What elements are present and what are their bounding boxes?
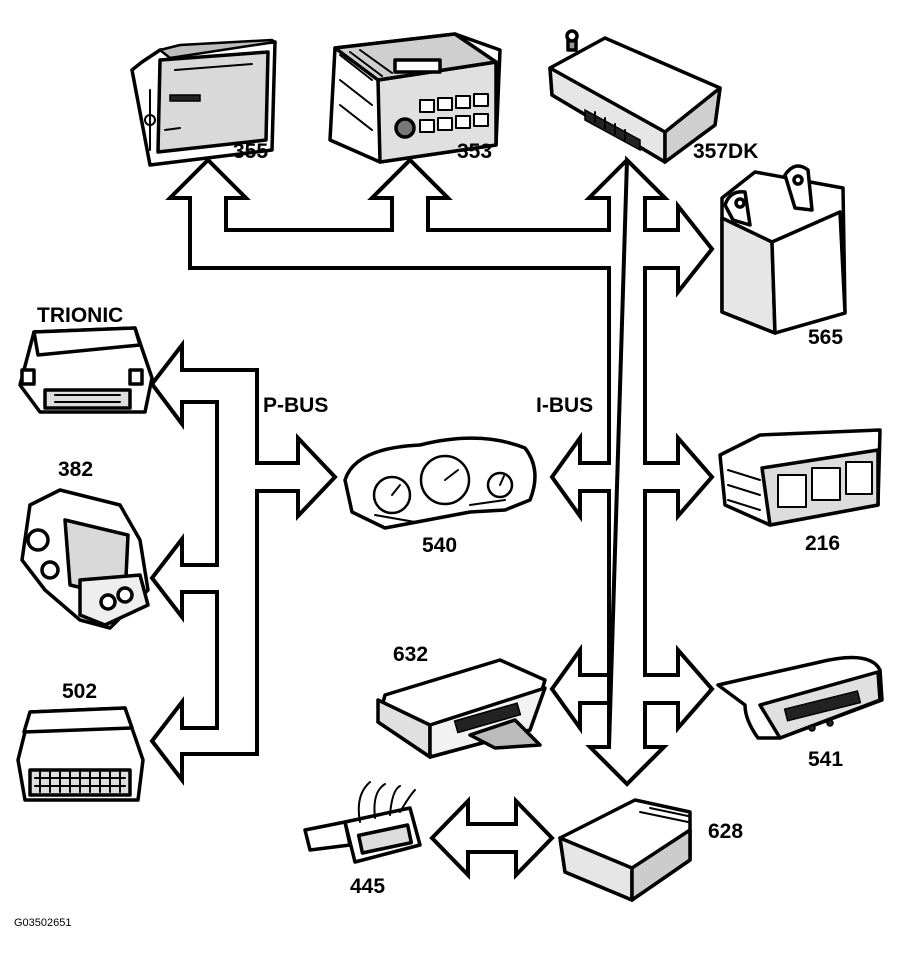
engine-control-module-trionic: [18, 326, 154, 414]
label-632: 632: [393, 643, 428, 666]
module-632: [376, 658, 547, 759]
label-565: 565: [808, 326, 843, 349]
abs-module-382: [20, 488, 150, 630]
label-trionic: TRIONIC: [37, 304, 123, 327]
labels: 355 353 357DK 565 TRIONIC P-BUS I-BUS 38…: [14, 140, 843, 929]
label-502: 502: [62, 680, 97, 703]
p-bus-network: [149, 339, 338, 786]
label-353: 353: [457, 140, 492, 163]
control-module-502: [16, 706, 145, 802]
label-540: 540: [422, 534, 457, 557]
label-355: 355: [233, 140, 268, 163]
i-bus-network: [165, 155, 715, 787]
info-display-541: [716, 655, 884, 740]
module-357dk: [548, 29, 722, 164]
figure-code: G03502651: [14, 917, 72, 929]
radio-353: [328, 32, 502, 164]
label-628: 628: [708, 820, 743, 843]
label-216: 216: [805, 532, 840, 555]
label-357dk: 357DK: [693, 140, 758, 163]
i-bus-arrows-right: [585, 155, 715, 787]
label-i-bus: I-BUS: [536, 394, 593, 417]
diagnostic-connector-445: [303, 781, 422, 864]
p-bus-arrows: [149, 339, 338, 786]
cd-changer-355: [130, 38, 277, 167]
instrument-cluster-540: [343, 436, 537, 530]
module-628: [558, 798, 692, 902]
label-p-bus: P-BUS: [263, 394, 328, 417]
diagnostic-link-arrow: [429, 796, 555, 880]
label-541: 541: [808, 748, 843, 771]
module-565: [720, 164, 847, 335]
i-bus-arrows-left: [165, 157, 629, 747]
climate-panel-216: [718, 428, 882, 527]
label-382: 382: [58, 458, 93, 481]
label-445: 445: [350, 875, 385, 898]
